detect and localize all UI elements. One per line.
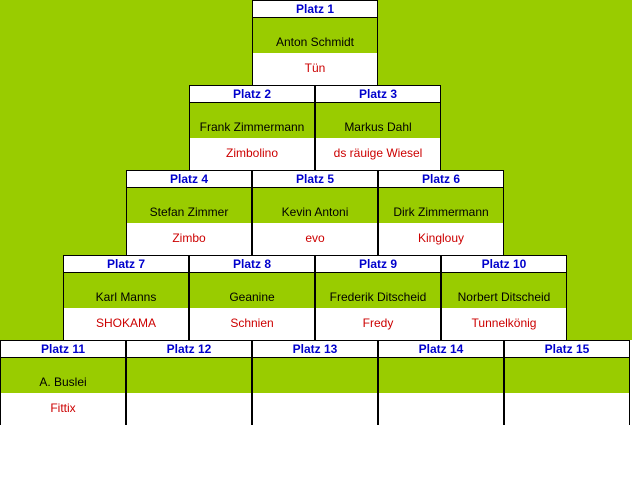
player-nickname: Fredy [316,308,440,340]
player-name [505,358,629,393]
player-name: Geanine [229,290,275,304]
rank-label: Platz 2 [190,86,314,103]
rank-label: Platz 12 [127,341,251,358]
player-nickname: Kinglouy [379,223,503,255]
player-name: Frederik Ditscheid [329,290,427,304]
rank-cell-12: Platz 12 [126,340,252,425]
player-nickname: Zimbo [127,223,251,255]
rank-cell-15: Platz 15 [504,340,630,425]
rank-cell-8: Platz 8 Geanine Schnien [189,255,315,340]
rank-cell-14: Platz 14 [378,340,504,425]
rank-label: Platz 10 [442,256,566,273]
player-nickname [253,393,377,425]
player-nickname [379,393,503,425]
player-name: Anton Schmidt [275,35,355,49]
player-nickname: SHOKAMA [64,308,188,340]
player-nickname: Zimbolino [190,138,314,170]
player-name: Karl Manns [95,290,157,304]
rank-label: Platz 1 [253,1,377,18]
player-name: Markus Dahl [344,120,412,134]
rank-cell-5: Platz 5 Kevin Antoni evo [252,170,378,255]
rank-label: Platz 8 [190,256,314,273]
rank-label: Platz 7 [64,256,188,273]
rank-cell-7: Platz 7 Karl Manns SHOKAMA [63,255,189,340]
player-name [127,358,251,393]
player-nickname [127,393,251,425]
player-nickname: ds räuige Wiesel [316,138,440,170]
player-name: Frank Zimmermann [199,120,305,134]
player-name [379,358,503,393]
rank-cell-13: Platz 13 [252,340,378,425]
player-name: Dirk Zimmermann [393,205,489,219]
rank-cell-10: Platz 10 Norbert Ditscheid Tunnelkönig [441,255,567,340]
player-nickname: Fittix [1,393,125,425]
player-name: A. Buslei [39,375,87,389]
player-name [253,358,377,393]
rank-cell-3: Platz 3 Markus Dahl ds räuige Wiesel [315,85,441,170]
rank-cell-11: Platz 11 A. Buslei Fittix [0,340,126,425]
player-nickname: Tün [253,53,377,85]
player-name: Stefan Zimmer [149,205,229,219]
rank-label: Platz 3 [316,86,440,103]
rank-cell-9: Platz 9 Frederik Ditscheid Fredy [315,255,441,340]
player-nickname: Schnien [190,308,314,340]
player-nickname: Tunnelkönig [442,308,566,340]
rank-label: Platz 6 [379,171,503,188]
player-name: Kevin Antoni [281,205,349,219]
rank-cell-1: Platz 1 Anton Schmidt Tün [252,0,378,85]
player-nickname [505,393,629,425]
rank-cell-2: Platz 2 Frank Zimmermann Zimbolino [189,85,315,170]
rank-cell-4: Platz 4 Stefan Zimmer Zimbo [126,170,252,255]
player-name: Norbert Ditscheid [457,290,551,304]
player-nickname: evo [253,223,377,255]
rank-label: Platz 11 [1,341,125,358]
rank-label: Platz 4 [127,171,251,188]
rank-label: Platz 9 [316,256,440,273]
rank-label: Platz 15 [505,341,629,358]
rank-label: Platz 5 [253,171,377,188]
rank-label: Platz 14 [379,341,503,358]
rank-cell-6: Platz 6 Dirk Zimmermann Kinglouy [378,170,504,255]
rank-label: Platz 13 [253,341,377,358]
